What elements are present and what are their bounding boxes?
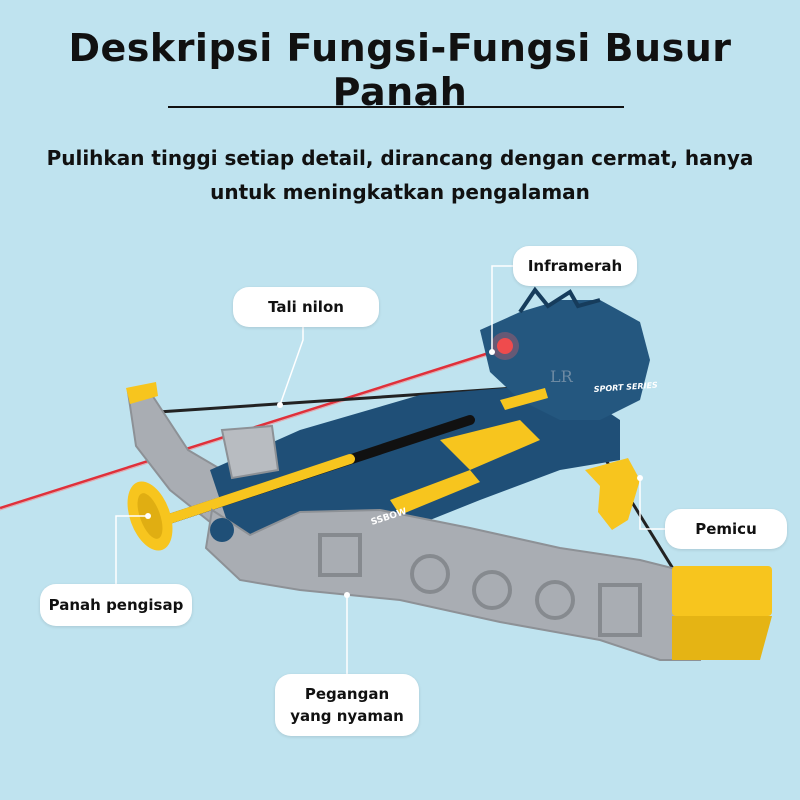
callout-pegangan: Pegangan yang nyaman: [275, 674, 419, 736]
page-title: Deskripsi Fungsi-Fungsi Busur Panah: [68, 26, 732, 114]
subtitle-line-2: untuk meningkatkan pengalaman: [210, 180, 590, 204]
callout-tali-nilon: Tali nilon: [233, 287, 379, 327]
callout-pemicu-label: Pemicu: [695, 520, 757, 538]
brand-mark: LR: [550, 367, 574, 386]
left-limb-tip: [126, 382, 158, 404]
right-limb-tip: [672, 566, 772, 616]
callout-panah-pengisap-label: Panah pengisap: [48, 596, 184, 614]
callout-panah-pengisap: Panah pengisap: [40, 584, 192, 626]
infrared-emitter: [497, 338, 513, 354]
title-divider: [168, 106, 624, 108]
callout-inframerah: Inframerah: [513, 246, 637, 286]
callout-tali-nilon-label: Tali nilon: [268, 298, 344, 316]
callout-pegangan-label-2: yang nyaman: [290, 707, 404, 725]
body-accent: [440, 420, 540, 470]
dragon-head: [480, 300, 650, 420]
callout-pegangan-label-1: Pegangan: [304, 685, 390, 703]
sport-series-label: SPORT SERIES: [594, 381, 659, 394]
trigger: [585, 458, 640, 530]
callout-pemicu: Pemicu: [665, 509, 787, 549]
callout-inframerah-label: Inframerah: [527, 257, 623, 275]
subtitle-line-1: Pulihkan tinggi setiap detail, dirancang…: [46, 146, 754, 170]
